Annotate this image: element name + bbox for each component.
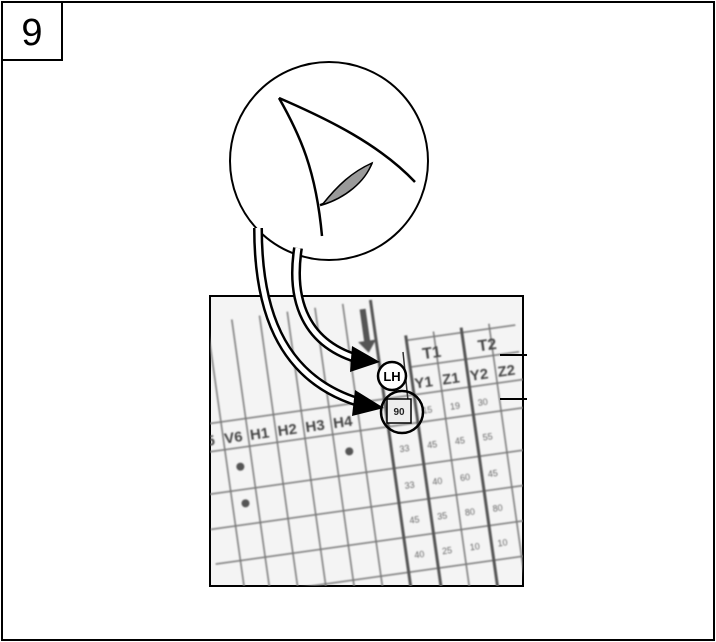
value-cell: 45: [454, 435, 465, 446]
column-header-z1: Z1: [441, 369, 461, 388]
value-cell: 40: [432, 476, 443, 487]
column-header-h4: H4: [332, 413, 354, 433]
value-cell: 45: [427, 439, 438, 450]
column-header-h2: H2: [277, 421, 298, 441]
column-header-v6: V6: [223, 428, 244, 447]
value-cell: 80: [492, 503, 503, 514]
highlight-lh: LH: [378, 362, 406, 390]
value-cell: 10: [497, 537, 508, 548]
step-number: 9: [21, 12, 42, 54]
column-header-h1: H1: [249, 424, 270, 444]
value-cell: 45: [409, 514, 420, 525]
group-label-t1: T1: [421, 344, 442, 363]
value-cell: 80: [464, 507, 475, 518]
value-cell: 33: [399, 443, 410, 454]
svg-text:LH: LH: [383, 369, 400, 384]
column-header-h3: H3: [304, 417, 325, 437]
svg-text:90: 90: [393, 407, 405, 418]
group-label-t2: T2: [477, 336, 498, 355]
value-cell: 30: [477, 397, 488, 408]
value-cell: 19: [449, 401, 460, 412]
column-header-y2: Y2: [469, 365, 490, 384]
value-cell: 60: [459, 472, 470, 483]
value-cell: 35: [437, 510, 448, 521]
value-cell: 25: [441, 545, 452, 556]
column-header-y1: Y1: [413, 373, 434, 392]
value-cell: 45: [487, 468, 498, 479]
column-header-z2: Z2: [497, 362, 517, 381]
value-cell: 10: [469, 541, 480, 552]
value-cell: 40: [414, 549, 425, 560]
value-cell: 33: [404, 480, 415, 491]
value-cell: 55: [482, 431, 493, 442]
